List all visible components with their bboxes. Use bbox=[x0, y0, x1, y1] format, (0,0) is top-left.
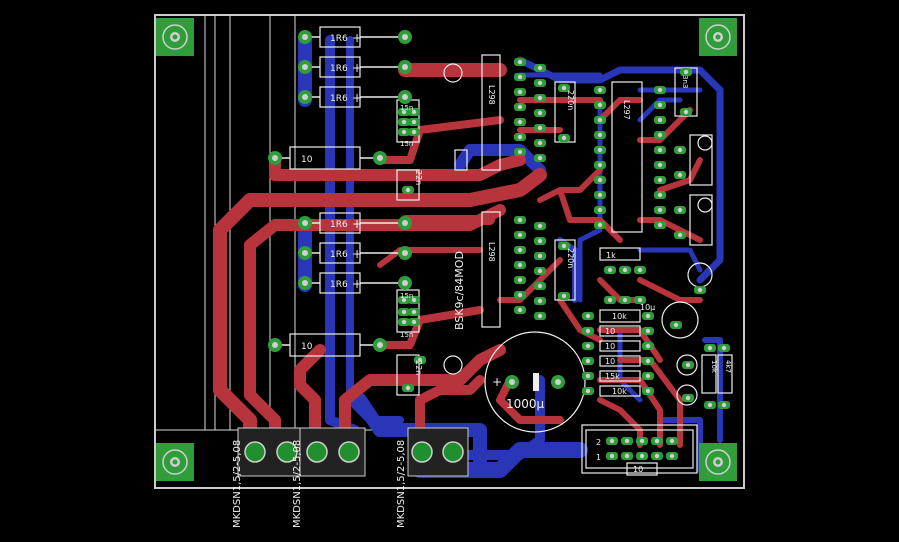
label-c22n-a: 22n bbox=[414, 170, 423, 185]
label-r1: 1R6 bbox=[330, 34, 348, 44]
label-r3: 1R6 bbox=[330, 94, 348, 104]
label-l298-b: L298 bbox=[487, 242, 496, 262]
label-r4k7: 4k7 bbox=[724, 360, 732, 373]
plus-r2: + bbox=[352, 61, 362, 75]
label-r10k-c: 10k bbox=[710, 360, 718, 374]
header-pin2-label: 2 bbox=[596, 438, 601, 447]
label-c15n-b2: 15n bbox=[400, 331, 413, 339]
label-r10k-b: 10k bbox=[612, 387, 627, 396]
label-r1k: 1k bbox=[606, 251, 616, 260]
plus-r3: + bbox=[352, 91, 362, 105]
label-l298-a: L298 bbox=[487, 85, 496, 105]
label-r6: 1R6 bbox=[330, 280, 348, 290]
capacitor-icon[interactable] bbox=[443, 63, 713, 433]
label-r5: 1R6 bbox=[330, 250, 348, 260]
board-outline bbox=[154, 14, 745, 489]
header-pin1-label: 1 bbox=[596, 453, 601, 462]
label-c3n3: 3n3 bbox=[681, 75, 689, 88]
label-terminal-3: MKDSN1,5/2-5,08 bbox=[396, 440, 407, 528]
label-c10u: 10µ bbox=[640, 303, 655, 312]
plus-r4: + bbox=[352, 217, 362, 231]
header-label: 10 bbox=[633, 465, 643, 474]
plus-r5: + bbox=[352, 247, 362, 261]
label-c22n-b: 22n bbox=[414, 360, 423, 375]
label-module: BSK9c/84MOD bbox=[453, 251, 466, 330]
ic-outlines bbox=[396, 54, 733, 476]
label-c1000u: 1000µ bbox=[506, 397, 545, 411]
label-r10k-a: 10k bbox=[612, 312, 627, 321]
plus-r6: + bbox=[352, 277, 362, 291]
label-c15n-a1: 15n bbox=[400, 104, 413, 112]
terminal-block-icon[interactable] bbox=[237, 427, 469, 477]
label-r10e: 10 bbox=[605, 357, 615, 366]
label-l297: L297 bbox=[622, 100, 631, 120]
label-r10a: 10 bbox=[301, 155, 313, 165]
label-r2: 1R6 bbox=[330, 64, 348, 74]
label-r15k: 15k bbox=[605, 372, 620, 381]
plus-c1000u: + bbox=[492, 375, 502, 389]
cap-plate bbox=[533, 373, 539, 391]
label-c220n-b: 220n bbox=[566, 248, 575, 268]
label-terminal-1: MKDSN1,5/2-5,08 bbox=[232, 440, 243, 528]
label-c15n-a2: 15n bbox=[400, 140, 413, 148]
label-r10b: 10 bbox=[301, 342, 313, 352]
label-c220n-a: 220n bbox=[566, 90, 575, 110]
label-r4: 1R6 bbox=[330, 220, 348, 230]
label-terminal-2: MKDSN1,5/2-5,08 bbox=[292, 440, 303, 528]
label-c15n-b1: 15n bbox=[400, 292, 413, 300]
silkscreen-labels: 1R6 1R6 1R6 1R6 1R6 1R6 + + + + + + 10 1… bbox=[232, 31, 732, 528]
label-r10d: 10 bbox=[605, 342, 615, 351]
plus-r1: + bbox=[352, 31, 362, 45]
label-r10c: 10 bbox=[605, 327, 615, 336]
